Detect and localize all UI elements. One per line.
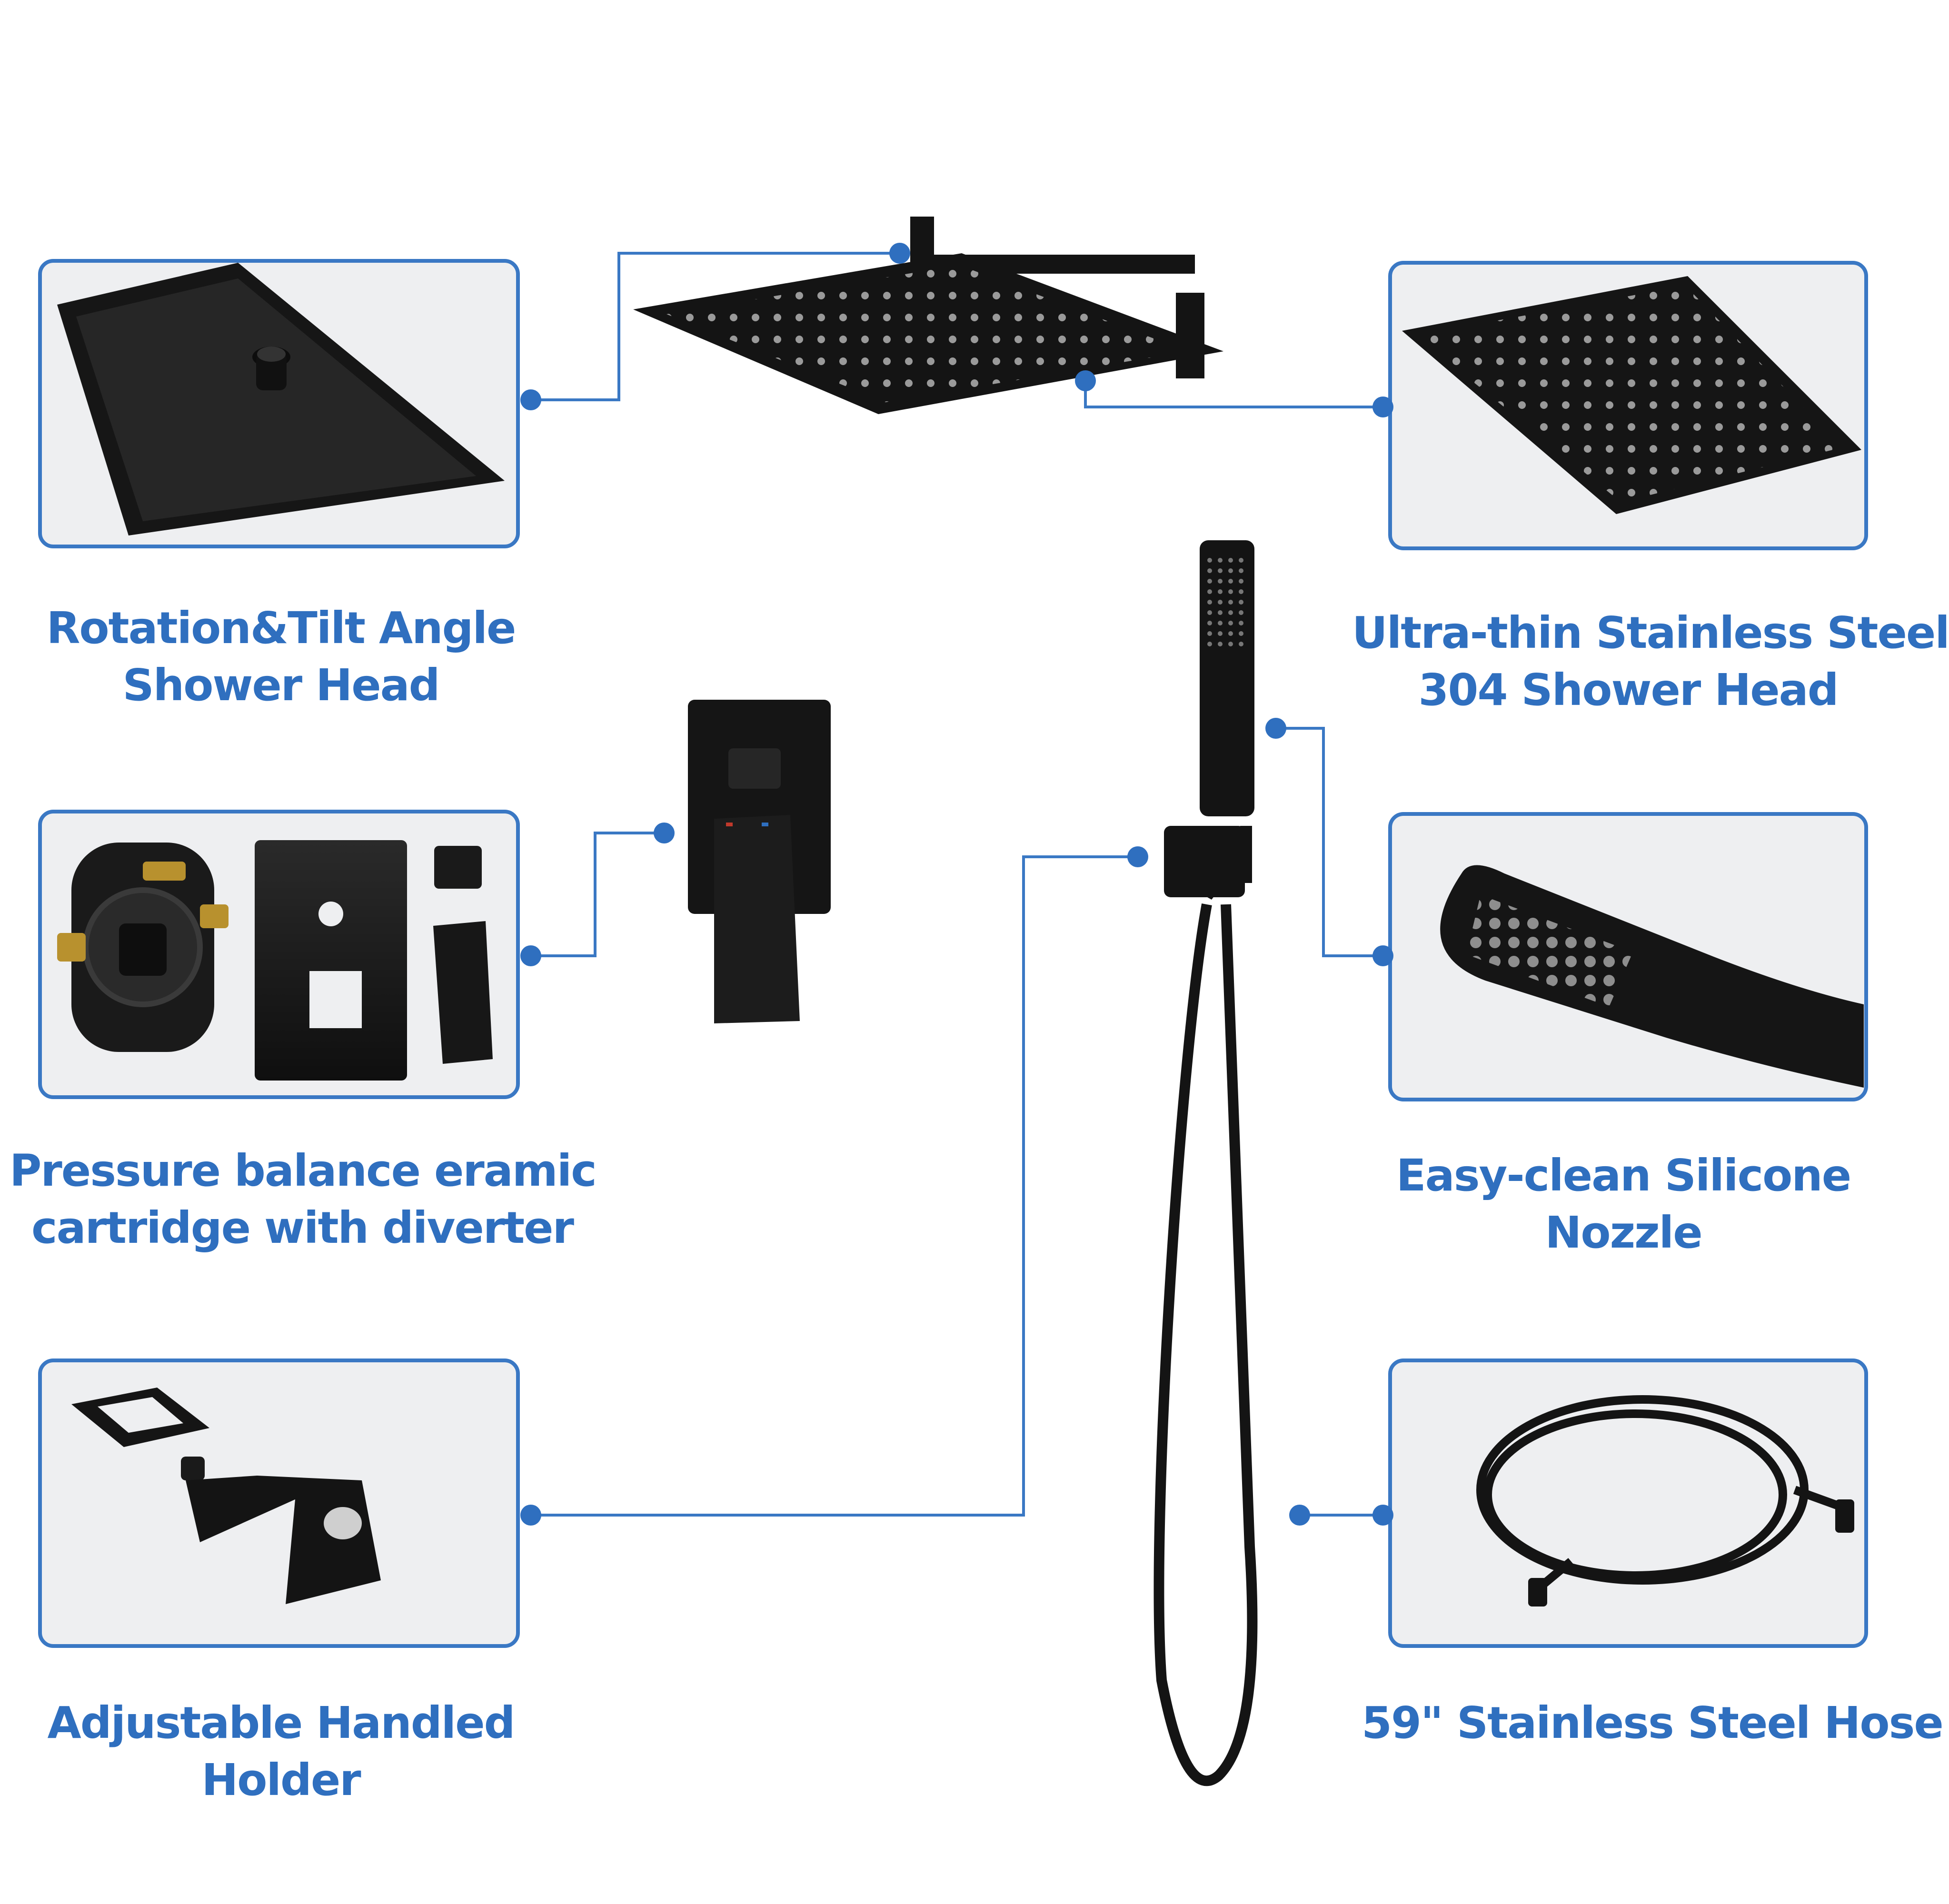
caption-line: Nozzle <box>1545 1207 1702 1258</box>
connector-easy <box>1276 727 1383 957</box>
valve-trim-main <box>688 700 831 1023</box>
connector-dot <box>520 945 541 966</box>
connector-dot <box>1265 718 1286 739</box>
connector-dot <box>1075 370 1096 391</box>
caption-line: Ultra-thin Stainless Steel <box>1352 607 1949 658</box>
connector-dot <box>520 1505 541 1526</box>
caption-line: cartridge with diverter <box>31 1202 574 1253</box>
connector-dot <box>654 823 675 843</box>
frame-handled-holder <box>38 1359 520 1648</box>
caption-stainless-hose: 59" Stainless Steel Hose <box>1362 1695 1944 1752</box>
frame-silicone-nozzle <box>1388 812 1868 1101</box>
rain-shower-head-main <box>633 217 1223 414</box>
connector-rotation <box>531 252 900 401</box>
caption-ultra-thin-shower-head: Ultra-thin Stainless Steel 304 Shower He… <box>1352 605 1949 719</box>
caption-line: Pressure balance eramic <box>10 1145 597 1196</box>
trim-plate-photo <box>255 840 407 1081</box>
shower-plate-dots-photo <box>1402 276 1861 514</box>
connector-dot <box>1372 397 1393 417</box>
frame-rotation-shower-head <box>38 259 520 548</box>
hand-shower-nozzle-photo <box>1440 865 1864 1088</box>
caption-line: Adjustable Handled <box>47 1697 516 1748</box>
hand-shower-main <box>1153 540 1258 1786</box>
holder-parts-photo <box>71 1388 381 1604</box>
caption-line: 304 Shower Head <box>1418 664 1839 715</box>
product-infographic: Rotation&Tilt Angle Shower Head Ultra-th… <box>10 217 1949 1809</box>
caption-silicone-nozzle: Easy-clean Silicone Nozzle <box>1362 1147 1885 1261</box>
frame-pressure-cartridge <box>38 810 520 1099</box>
connector-dot <box>520 389 541 410</box>
caption-line: 59" Stainless Steel Hose <box>1362 1697 1944 1748</box>
caption-line: Holder <box>201 1755 361 1805</box>
connector-holder <box>531 855 1138 1517</box>
shower-plate-tilt-photo <box>57 263 505 536</box>
connector-dot <box>1372 945 1393 966</box>
frame-stainless-hose <box>1388 1359 1868 1648</box>
infographic-art <box>38 217 1868 1786</box>
handle-parts-photo <box>433 846 493 1064</box>
caption-handled-holder: Adjustable Handled Holder <box>19 1695 543 1809</box>
connector-dot <box>1127 846 1148 867</box>
valve-body-photo <box>57 843 229 1052</box>
connector-ultra <box>1084 381 1383 408</box>
caption-line: Shower Head <box>122 660 440 711</box>
connector-dot <box>1289 1505 1310 1526</box>
caption-rotation-tilt-shower-head: Rotation&Tilt Angle Shower Head <box>19 600 543 714</box>
connector-dot <box>1372 1505 1393 1526</box>
connector-dot <box>889 243 910 264</box>
caption-pressure-balance-cartridge: Pressure balance eramic cartridge with d… <box>10 1142 597 1257</box>
caption-line: Easy-clean Silicone <box>1396 1150 1851 1201</box>
connector-pressure <box>531 832 664 957</box>
frame-ultra-thin-shower-head <box>1388 261 1868 550</box>
caption-line: Rotation&Tilt Angle <box>46 603 517 654</box>
